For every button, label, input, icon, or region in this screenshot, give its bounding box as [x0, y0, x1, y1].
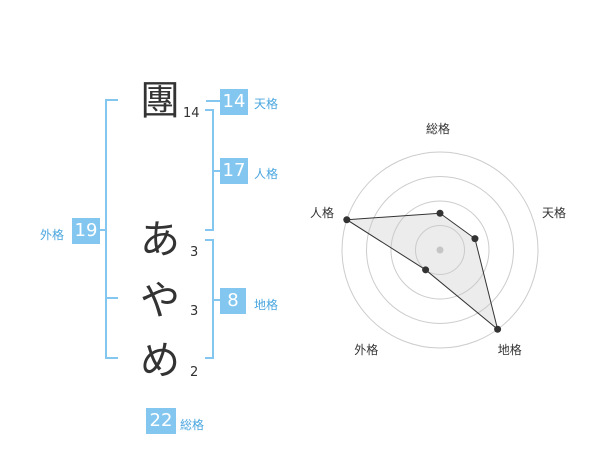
gaikaku-badge: 19 — [72, 218, 100, 244]
jinkaku-badge: 17 — [220, 158, 248, 184]
radar-polygon — [345, 212, 499, 331]
radar-point-2 — [471, 235, 479, 243]
radar-point-5 — [343, 216, 351, 224]
radar-axis-label-5: 人格 — [309, 206, 334, 221]
soukaku-badge: 22 — [146, 408, 176, 434]
name-char-3: や — [140, 278, 180, 324]
radar-axis-label-4: 外格 — [354, 342, 379, 357]
chikaku-badge: 8 — [220, 288, 246, 314]
stroke-count-4: 2 — [190, 365, 199, 380]
radar-center — [436, 246, 444, 254]
radar-point-4 — [422, 266, 430, 274]
radar-axis-label-1: 総格 — [426, 122, 451, 136]
radar-point-3 — [494, 325, 502, 333]
radar-ring-3 — [366, 176, 514, 324]
radar-point-1 — [436, 209, 444, 217]
radar-axis-label-3: 地格 — [497, 342, 522, 357]
stroke-count-3: 3 — [190, 304, 199, 319]
radar-axis-label-2: 天格 — [542, 206, 567, 221]
stroke-count-2: 3 — [190, 245, 199, 260]
tenkaku-badge: 14 — [220, 89, 248, 115]
jinkaku-label: 人格 — [254, 167, 279, 181]
radar-ring-2 — [390, 200, 490, 300]
name-char-1: 團 — [140, 78, 180, 124]
tenkaku-label: 天格 — [254, 97, 279, 111]
name-char-4: め — [140, 338, 180, 384]
radar-ring-1 — [415, 225, 465, 275]
gaikaku-label: 外格 — [40, 228, 65, 242]
chikaku-label: 地格 — [254, 298, 279, 312]
radar-ring-4 — [341, 151, 539, 349]
stroke-count-1: 14 — [183, 106, 200, 121]
soukaku-label: 総格 — [180, 418, 205, 432]
name-char-2: あ — [140, 217, 180, 263]
